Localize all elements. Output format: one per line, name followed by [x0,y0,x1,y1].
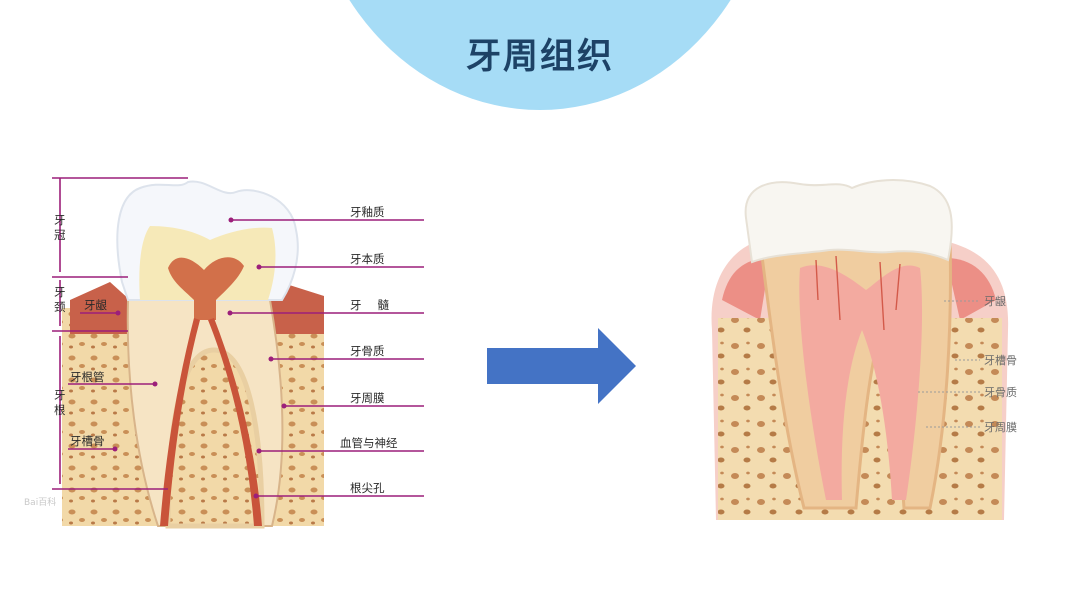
label-r-gingiva: 牙龈 [984,294,1006,308]
gum-left [70,282,130,334]
label-periodontal-ligament: 牙周膜 [350,391,385,405]
root-canal-right [208,318,262,526]
label-r-periodontal-ligament: 牙周膜 [984,421,1017,434]
label-r-cementum: 牙骨质 [984,386,1017,399]
dentin [139,226,276,300]
page-title: 牙周组织 [465,37,614,77]
label-enamel: 牙釉质 [350,205,385,219]
left-leader-dots [112,310,158,452]
label-cementum: 牙骨质 [350,344,385,358]
label-pulp: 牙髓 [350,298,390,312]
right-leaders [230,219,424,497]
root-canal-left [160,318,200,526]
label-vessels-nerves: 血管与神经 [340,436,398,450]
label-neck: 牙颈 [54,285,66,314]
right-arrow [487,328,636,404]
tooth-illustration [711,179,1009,520]
section-brackets [52,177,188,490]
label-gingiva: 牙龈 [84,298,107,312]
label-root-canal: 牙根管 [70,370,105,384]
watermark: Bai百科 [24,496,56,508]
left-leaders [68,312,155,450]
label-crown: 牙冠 [54,213,66,242]
label-r-alveolar-bone: 牙槽骨 [984,354,1017,367]
pulp-chamber [168,257,244,320]
right-leader-dots [227,217,287,499]
label-root: 牙根 [54,388,66,417]
right-diagram-leaders [918,300,980,428]
label-apical-foramen: 根尖孔 [350,481,385,495]
label-alveolar-bone: 牙槽骨 [70,434,105,448]
label-dentin: 牙本质 [350,252,385,266]
